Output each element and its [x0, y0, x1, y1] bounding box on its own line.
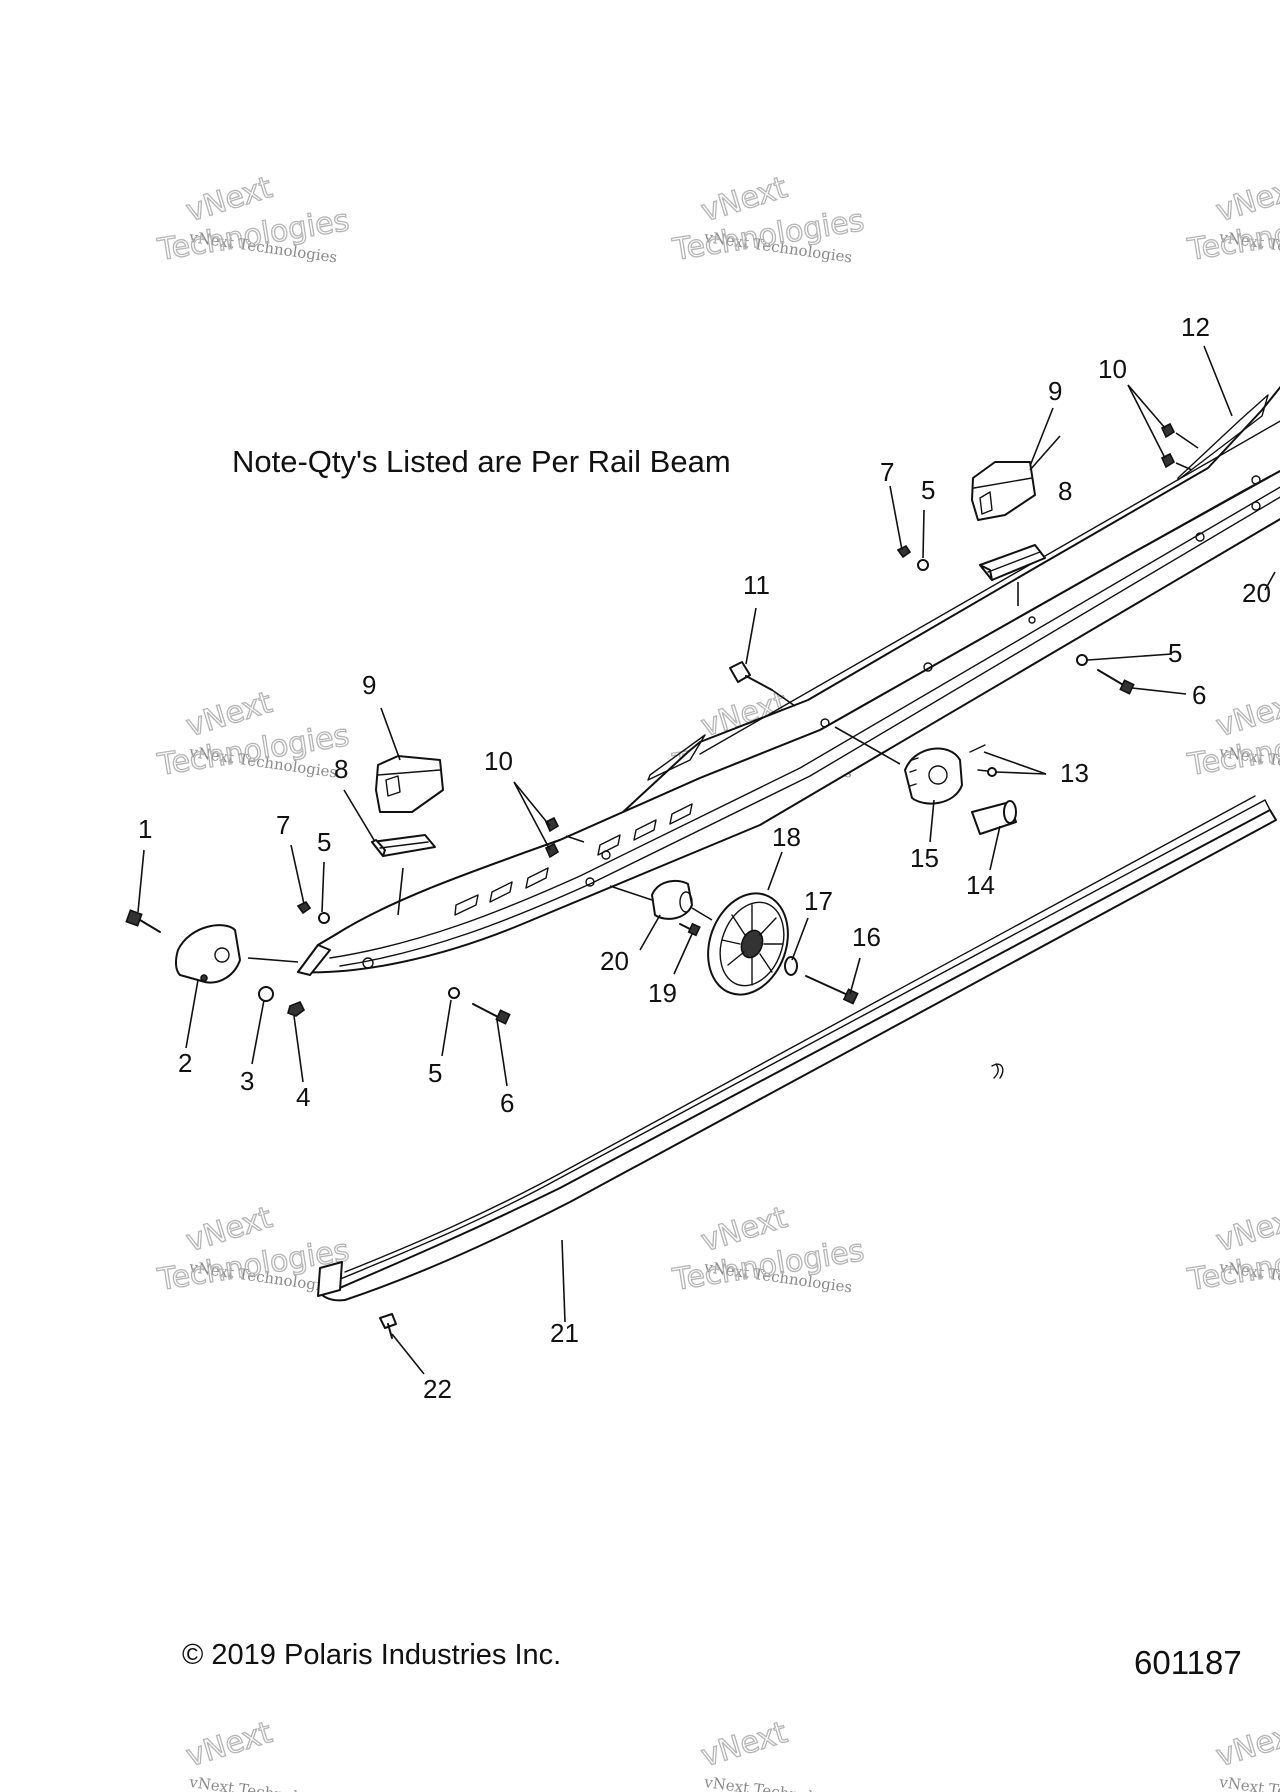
callout-9b: 9: [1048, 376, 1062, 406]
callout-4: 4: [296, 1082, 310, 1112]
part-5-washer: [1076, 654, 1088, 666]
hyfax-slide: [317, 795, 1277, 1302]
callout-5d: 5: [1168, 638, 1182, 668]
part-19-screw: [679, 922, 701, 937]
callout-labels: 1 2 3 4 7 5 8 9 10 5 6 11 7 5 9 8 10 12 …: [138, 312, 1271, 1404]
part-20-axle-housing: [651, 879, 693, 920]
watermark: vNext vNext Technologies Technologies: [669, 169, 867, 268]
watermark: vNext vNext Technologies Technologies: [154, 169, 352, 268]
part-15-hub: [904, 747, 963, 805]
svg-text:vNext Technologies: vNext Technologies: [187, 1773, 338, 1792]
callout-7a: 7: [276, 810, 290, 840]
callout-18: 18: [772, 822, 801, 852]
svg-text:vNext: vNext: [1212, 1715, 1280, 1774]
callout-11: 11: [743, 570, 770, 600]
callout-7b: 7: [880, 457, 894, 487]
callout-22: 22: [423, 1374, 452, 1404]
part-6-bolt: [472, 1003, 511, 1025]
callout-6a: 6: [500, 1088, 514, 1118]
part-13-pin: [969, 744, 997, 777]
callout-10b: 10: [1098, 354, 1127, 384]
svg-text:vNext Technologies: vNext Technologies: [1217, 1773, 1280, 1792]
part-9-slide-block: [375, 755, 444, 813]
svg-text:vNext: vNext: [697, 1715, 791, 1774]
part-6-bolt: [1097, 669, 1135, 695]
callout-12: 12: [1181, 312, 1210, 342]
callout-6b: 6: [1192, 680, 1206, 710]
callout-8a: 8: [334, 754, 348, 784]
quantity-note: Note-Qty's Listed are Per Rail Beam: [232, 444, 731, 479]
part-9-slide-block: [971, 461, 1036, 521]
assembly-lines: [247, 432, 1199, 963]
part-17-washer: [784, 956, 798, 976]
part-14-spacer: [971, 800, 1017, 835]
callout-10a: 10: [484, 746, 513, 776]
callout-14: 14: [966, 870, 995, 900]
part-5-washer: [318, 912, 330, 924]
part-7-nut: [896, 544, 912, 559]
watermark: vNext vNext Technologies Technologies: [154, 684, 352, 783]
clip-icon: [991, 1063, 1004, 1079]
part-22-screw: [379, 1313, 397, 1339]
part-16-bolt: [805, 975, 859, 1005]
part-8-wear-pad: [371, 834, 436, 857]
callout-5a: 5: [317, 827, 331, 857]
callout-3: 3: [240, 1066, 254, 1096]
callout-1: 1: [138, 814, 152, 844]
callout-17: 17: [804, 886, 833, 916]
part-2-tip-block: [174, 924, 241, 984]
callout-21: 21: [550, 1318, 579, 1348]
watermark: vNext vNext Technologies: [182, 1714, 339, 1792]
part-8-wear-pad: [979, 544, 1046, 581]
part-18-idler-wheel: [707, 892, 789, 996]
part-1-bolt: [125, 909, 161, 933]
callout-13: 13: [1060, 758, 1089, 788]
part-3-washer: [258, 986, 274, 1002]
svg-text:vNext: vNext: [182, 1715, 276, 1774]
part-5-washer: [917, 559, 929, 571]
callout-19: 19: [648, 978, 677, 1008]
svg-text:vNext Technologies: vNext Technologies: [702, 1773, 853, 1792]
leader-lines: [137, 345, 1276, 1375]
callout-5c: 5: [921, 475, 935, 505]
callout-16: 16: [852, 922, 881, 952]
watermark: vNext vNext Technologies Technologies: [1184, 169, 1280, 268]
watermark: vNext vNext Technologies: [697, 1714, 854, 1792]
watermark: vNext vNext Technologies Technologies: [1184, 1199, 1280, 1298]
rail-beam: [297, 385, 1280, 976]
callout-20b: 20: [1242, 578, 1271, 608]
part-10-nut: [544, 816, 560, 833]
callout-15: 15: [910, 843, 939, 873]
callout-8b: 8: [1058, 476, 1072, 506]
part-4-nut: [287, 1000, 306, 1017]
callout-9a: 9: [362, 670, 376, 700]
part-11-bolt: [729, 661, 773, 691]
part-5-washer: [448, 987, 460, 999]
watermark: vNext vNext Technologies Technologies: [669, 1199, 867, 1298]
callout-20a: 20: [600, 946, 629, 976]
figure-number: 601187: [1134, 1644, 1242, 1681]
callout-5b: 5: [428, 1058, 442, 1088]
copyright-text: © 2019 Polaris Industries Inc.: [182, 1639, 561, 1671]
callout-2: 2: [178, 1048, 192, 1078]
watermark: vNext vNext Technologies: [1212, 1714, 1280, 1792]
